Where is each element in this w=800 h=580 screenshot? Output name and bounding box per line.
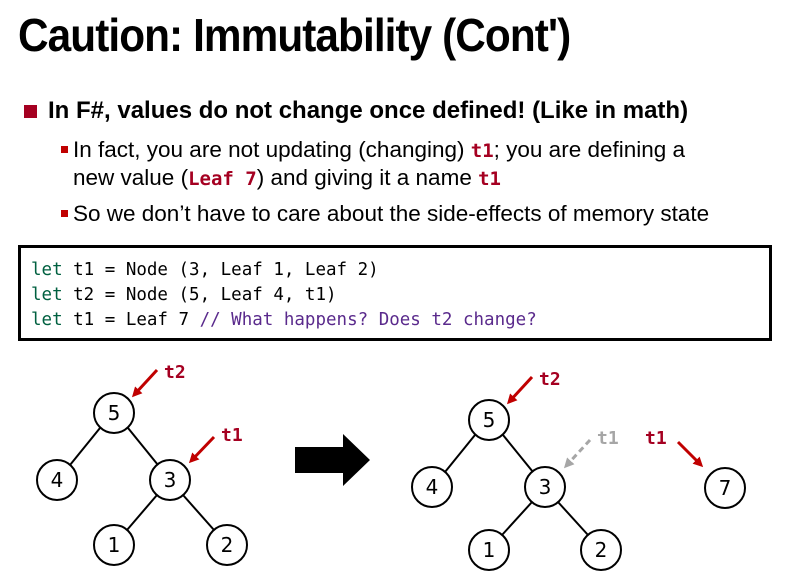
bullet-main-text: In F#, values do not change once defined…	[48, 97, 689, 124]
old-t1-dashed-arrow-icon	[563, 438, 592, 469]
right-node-4-label: 4	[426, 475, 439, 499]
bullet-main: In F#, values do not change once defined…	[48, 97, 688, 125]
left-node-4-label: 4	[51, 468, 64, 492]
left-tree-nodes	[36, 392, 248, 566]
slide-title: Caution: Immutability (Cont')	[18, 9, 571, 61]
left-node-4	[36, 459, 78, 501]
old-t1-label: t1	[597, 428, 619, 449]
code-lines: let t1 = Node (3, Leaf 1, Leaf 2) let t2…	[31, 258, 537, 333]
right-node-1	[468, 529, 510, 571]
left-t2-label: t2	[164, 362, 186, 383]
sub-bullet-1-text-a: In fact, you are not updating (changing)	[73, 137, 471, 162]
right-t2-pointer-arrow-icon	[506, 375, 534, 405]
right-tree-nodes	[411, 399, 746, 571]
left-node-5-label: 5	[108, 401, 121, 425]
right-tree-edges	[444, 434, 589, 536]
left-node-1-label: 1	[108, 533, 121, 557]
sub-bullet-2: So we don’t have to care about the side-…	[73, 200, 709, 228]
code-keyword: let	[31, 285, 63, 305]
right-node-3-label: 3	[539, 475, 552, 499]
sub-bullet-1: In fact, you are not updating (changing)…	[73, 136, 685, 165]
inline-code-t1: t1	[470, 140, 494, 162]
right-node-3	[524, 466, 566, 508]
code-line-1: t1 = Node (3, Leaf 1, Leaf 2)	[62, 260, 379, 280]
transition-arrow-icon	[295, 434, 370, 486]
left-tree-edges	[69, 427, 215, 531]
sub-bullet-1-text-c: new value (	[73, 165, 189, 190]
new-node-7-label: 7	[719, 476, 732, 500]
right-node-1-label: 1	[483, 538, 496, 562]
t2-pointer-arrow-icon	[131, 368, 159, 398]
left-node-3-label: 3	[164, 468, 177, 492]
right-node-2-label: 2	[595, 538, 608, 562]
right-t2-label: t2	[539, 369, 561, 390]
left-node-2	[206, 524, 248, 566]
sub-bullet-icon	[61, 210, 68, 217]
inline-code-leaf7: Leaf 7	[188, 168, 257, 190]
sub-bullet-icon	[61, 146, 68, 153]
right-node-2	[580, 529, 622, 571]
code-comment: // What happens? Does t2 change?	[199, 310, 537, 330]
left-node-2-label: 2	[221, 533, 234, 557]
sub-bullet-1-text-b: ; you are defining a	[493, 137, 686, 162]
right-node-4	[411, 466, 453, 508]
new-t1-pointer-arrow-icon	[676, 440, 704, 468]
left-node-1	[93, 524, 135, 566]
left-node-3	[149, 459, 191, 501]
right-node-5	[468, 399, 510, 441]
right-node-5-label: 5	[483, 408, 496, 432]
new-node-7	[704, 467, 746, 509]
sub-bullet-2-text: So we don’t have to care about the side-…	[73, 201, 710, 226]
bullet-square-icon	[24, 105, 37, 118]
code-line-3: t1 = Leaf 7	[62, 310, 200, 330]
code-keyword: let	[31, 260, 63, 280]
code-block: let t1 = Node (3, Leaf 1, Leaf 2) let t2…	[18, 245, 772, 341]
inline-code-t1-b: t1	[478, 168, 501, 190]
new-t1-label: t1	[645, 428, 667, 449]
left-node-5	[93, 392, 135, 434]
sub-bullet-1-text-d: ) and giving it a name	[256, 165, 479, 190]
left-t1-label: t1	[221, 425, 243, 446]
sub-bullet-1-cont: new value (Leaf 7) and giving it a name …	[73, 164, 501, 193]
code-keyword: let	[31, 310, 63, 330]
t1-pointer-arrow-icon	[188, 435, 216, 464]
code-line-2: t2 = Node (5, Leaf 4, t1)	[62, 285, 337, 305]
